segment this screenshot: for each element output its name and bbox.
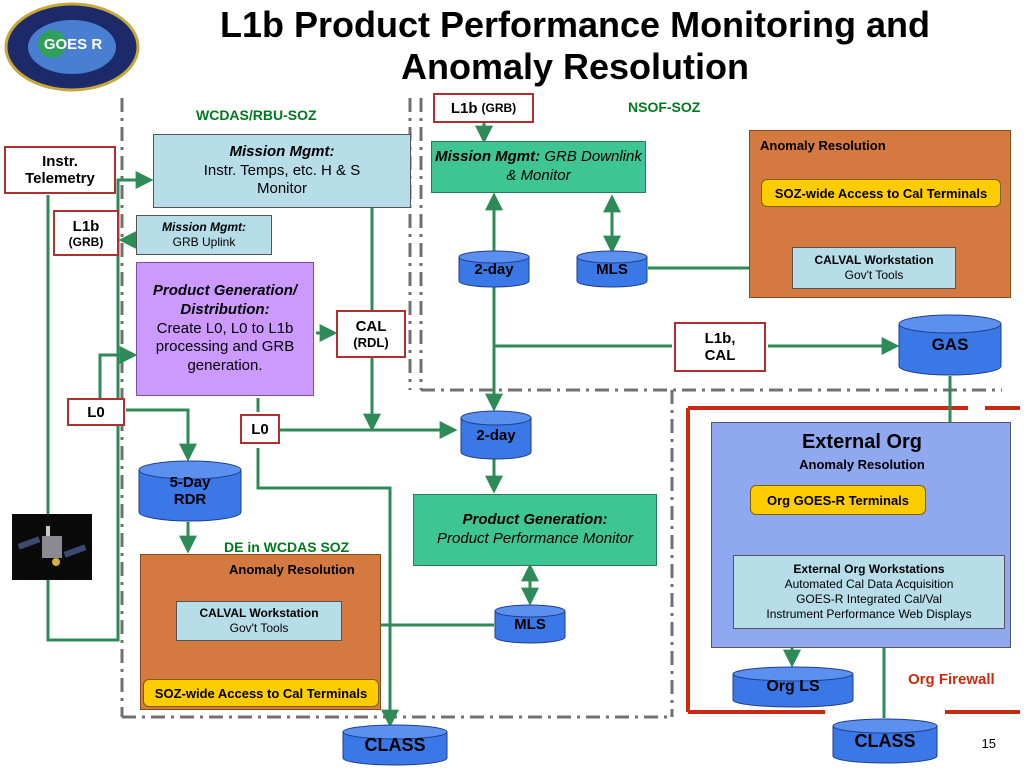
ext-ws-title: External Org Workstations (793, 562, 945, 576)
grb-downlink-title: Mission Mgmt: (435, 148, 541, 166)
cal-label: CAL (355, 318, 387, 335)
mls-bottom-label: MLS (514, 615, 546, 633)
logo-wordmark: GOES R (43, 36, 103, 53)
product-generation-box: Product Generation/ Distribution: Create… (136, 262, 314, 396)
l1b-grb-top-tag: L1b (GRB) (433, 93, 534, 123)
anomaly-resolution-nsof-panel: Anomaly Resolution SOZ-wide Access to Ca… (749, 130, 1011, 298)
anomaly-resolution-de-panel: Anomaly Resolution CALVAL Workstation Go… (140, 554, 381, 710)
l1b-cal-label: L1b, CAL (704, 330, 736, 364)
grb-uplink-body: GRB Uplink (172, 235, 236, 249)
calval-workstation-de: CALVAL Workstation Gov't Tools (176, 601, 342, 641)
two-day-mid-label: 2-day (476, 426, 516, 444)
org-ls-store: Org LS (732, 666, 854, 708)
l0-left-tag: L0 (67, 398, 125, 426)
calval-nsof-body: Gov't Tools (844, 268, 904, 282)
grb-uplink-title: Mission Mgmt: (162, 220, 246, 234)
instr-telemetry-tag: Instr. Telemetry (4, 146, 116, 194)
product-perf-body: Product Performance Monitor (437, 530, 633, 547)
mission-mgmt-grb-uplink-box: Mission Mgmt: GRB Uplink (136, 215, 272, 255)
product-gen-body: Create L0, L0 to L1b processing and GRB … (155, 319, 295, 375)
l1b-cal-tag: L1b, CAL (674, 322, 766, 372)
two-day-top-label: 2-day (474, 260, 514, 278)
page-number: 15 (981, 736, 996, 751)
soz-terminals-nsof: SOZ-wide Access to Cal Terminals (761, 179, 1001, 207)
external-org-subtitle: Anomaly Resolution (799, 457, 925, 472)
l0-left-label: L0 (87, 403, 105, 421)
external-org-title: External Org (801, 431, 923, 453)
gas-store: GAS (898, 314, 1002, 376)
l1b-top-sub: (GRB) (481, 101, 517, 115)
ext-ws-line-1: Automated Cal Data Acquisition (784, 577, 954, 591)
calval-nsof-title: CALVAL Workstation (814, 253, 934, 267)
zone-label-wcdas: WCDAS/RBU-SOZ (196, 107, 317, 123)
l1b-left-label: L1b (72, 217, 100, 235)
external-org-workstations: External Org Workstations Automated Cal … (733, 555, 1005, 629)
zone-label-de: DE in WCDAS SOZ (224, 539, 350, 555)
mission-instr-body: Instr. Temps, etc. H & S Monitor (203, 161, 361, 198)
org-firewall-line (686, 406, 1020, 714)
l1b-left-sub: (GRB) (68, 234, 104, 249)
two-day-store-mid: 2-day (460, 410, 532, 460)
product-performance-box: Product Generation: Product Performance … (413, 494, 657, 566)
gas-label: GAS (931, 335, 969, 354)
grb-downlink-body: GRB Downlink & Monitor (506, 148, 642, 184)
zone-label-nsof: NSOF-SOZ (628, 99, 701, 115)
external-org-panel: External Org Anomaly Resolution Org GOES… (711, 422, 1011, 648)
anomaly-nsof-title: Anomaly Resolution (760, 138, 886, 153)
ext-ws-line-3: Instrument Performance Web Displays (766, 607, 972, 621)
ext-ws-line-2: GOES-R Integrated Cal/Val (796, 592, 942, 606)
calval-de-title: CALVAL Workstation (199, 606, 319, 620)
mls-store-bottom: MLS (494, 604, 566, 644)
mission-mgmt-grb-downlink-box: Mission Mgmt: GRB Downlink & Monitor (431, 141, 646, 193)
l1b-top-label: L1b (450, 99, 478, 117)
l1b-grb-left-tag: L1b (GRB) (53, 210, 119, 256)
anomaly-de-title: Anomaly Resolution (229, 562, 355, 577)
satellite-image (12, 514, 92, 580)
mls-top-label: MLS (596, 260, 628, 278)
instr-telemetry-label: Instr. Telemetry (25, 153, 95, 187)
calval-workstation-nsof: CALVAL Workstation Gov't Tools (792, 247, 956, 289)
zone-label-firewall: Org Firewall (908, 671, 995, 688)
mission-instr-title: Mission Mgmt: (229, 142, 335, 160)
class-right-label: CLASS (854, 730, 916, 751)
l0-mid-label: L0 (251, 420, 269, 438)
two-day-store-top: 2-day (458, 250, 530, 288)
class-left-label: CLASS (364, 734, 426, 755)
calval-de-body: Gov't Tools (229, 621, 289, 635)
mission-mgmt-instr-box: Mission Mgmt: Instr. Temps, etc. H & S M… (153, 134, 411, 208)
mls-store-top: MLS (576, 250, 648, 288)
cal-rdl-tag: CAL (RDL) (336, 310, 406, 358)
goes-r-logo: GOES R (4, 2, 140, 92)
org-ls-label: Org LS (766, 678, 820, 695)
class-store-left: CLASS (342, 724, 448, 766)
l0-mid-tag: L0 (240, 414, 280, 444)
product-gen-title: Product Generation/ Distribution: (152, 282, 298, 318)
five-day-rdr-label: 5-Day RDR (169, 474, 211, 508)
org-goes-r-terminals: Org GOES-R Terminals (750, 485, 926, 515)
class-store-right: CLASS (832, 718, 938, 764)
soz-terminals-de: SOZ-wide Access to Cal Terminals (143, 679, 379, 707)
cal-sub: (RDL) (353, 335, 389, 350)
page-title: L1b Product Performance Monitoring and A… (219, 4, 931, 87)
five-day-rdr-store: 5-Day RDR (138, 460, 242, 522)
product-perf-title: Product Generation: (462, 511, 608, 529)
